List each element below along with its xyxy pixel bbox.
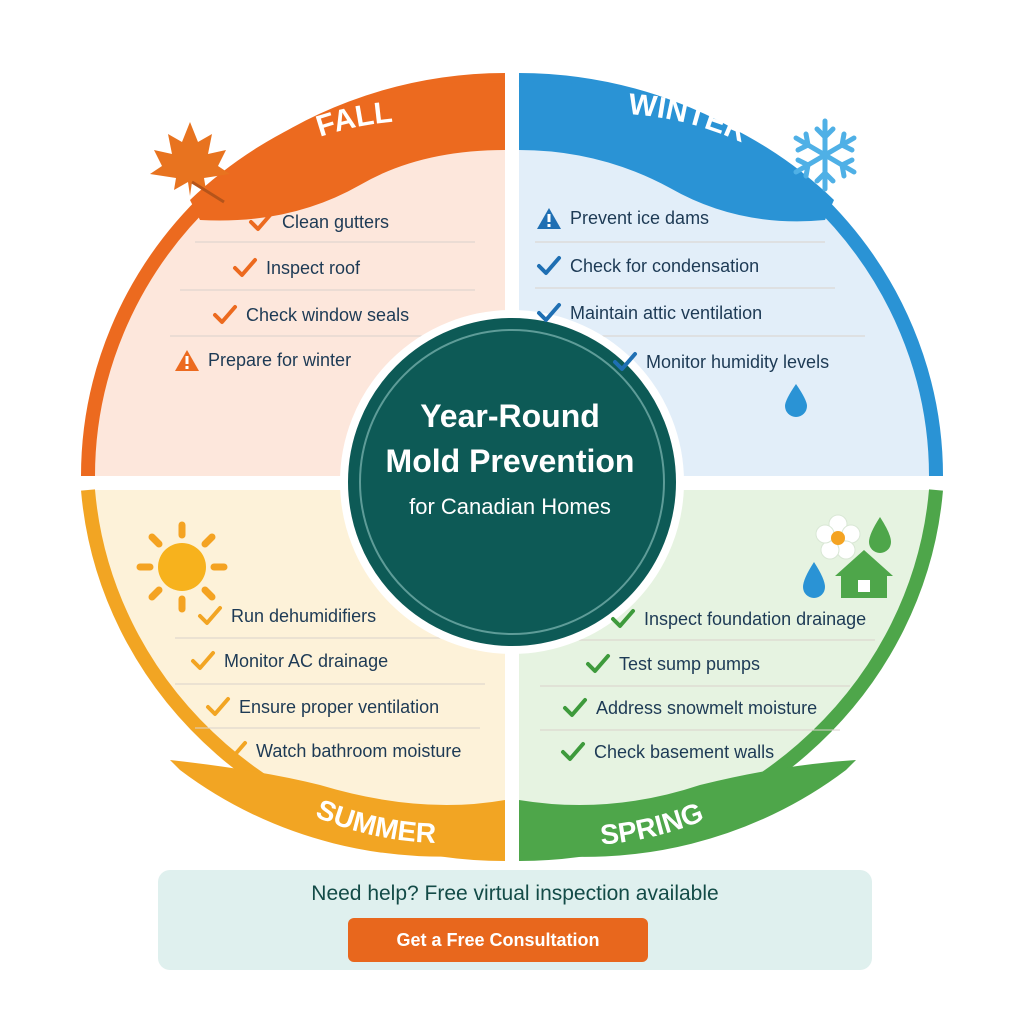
fall-item-3: Check window seals (212, 303, 409, 327)
maple-leaf-icon (150, 122, 230, 204)
center-subtitle: for Canadian Homes (409, 494, 611, 519)
summer-item-3-label: Ensure proper ventilation (239, 696, 440, 717)
winter-item-4-label: Monitor humidity levels (646, 351, 830, 372)
spring-item-4: Check basement walls (560, 740, 774, 764)
snowflake-icon (793, 118, 857, 192)
fall-item-3-label: Check window seals (246, 304, 410, 325)
check-icon (563, 698, 587, 717)
spring-item-1-label: Inspect foundation drainage (644, 608, 867, 629)
check-icon (191, 651, 215, 670)
fall-band (190, 81, 505, 221)
winter-band (519, 81, 834, 222)
spring-item-2: Test sump pumps (585, 652, 760, 676)
cta-panel: Need help? Free virtual inspection avail… (158, 870, 872, 970)
warning-icon (175, 350, 199, 371)
winter-item-1-label: Prevent ice dams (570, 207, 710, 228)
flower-house-icon (803, 514, 893, 598)
free-consultation-button[interactable]: Get a Free Consultation (348, 918, 648, 962)
cta-text: Need help? Free virtual inspection avail… (311, 882, 719, 905)
check-icon (561, 742, 585, 761)
center-title-line1: Year-Round (420, 398, 600, 434)
check-icon (206, 697, 230, 716)
summer-item-2: Monitor AC drainage (190, 649, 388, 673)
winter-item-2: Check for condensation (536, 254, 759, 278)
summer-item-1-label: Run dehumidifiers (231, 605, 377, 626)
water-drop-icon (785, 384, 807, 417)
check-icon (233, 258, 257, 277)
winter-item-3: Maintain attic ventilation (536, 301, 762, 325)
winter-item-2-label: Check for condensation (570, 255, 760, 276)
fall-item-4: Prepare for winter (174, 348, 351, 372)
summer-band (170, 760, 505, 857)
check-icon (537, 256, 561, 275)
summer-item-1: Run dehumidifiers (197, 604, 376, 628)
check-icon (249, 212, 273, 231)
fall-item-4-label: Prepare for winter (208, 349, 352, 370)
winter-item-4: Monitor humidity levels (612, 350, 829, 374)
summer-item-3: Ensure proper ventilation (205, 695, 439, 719)
summer-item-2-label: Monitor AC drainage (224, 650, 389, 671)
check-icon (223, 741, 247, 760)
center-circle (340, 310, 684, 654)
warning-icon (537, 208, 561, 229)
fall-item-1: Clean gutters (248, 210, 389, 234)
spring-item-3-label: Address snowmelt moisture (596, 697, 818, 718)
spring-item-1: Inspect foundation drainage (610, 607, 866, 631)
check-icon (613, 352, 637, 371)
fall-item-2-label: Inspect roof (266, 257, 361, 278)
spring-item-3: Address snowmelt moisture (562, 696, 817, 720)
check-icon (611, 609, 635, 628)
check-icon (586, 654, 610, 673)
winter-item-1: Prevent ice dams (536, 206, 709, 230)
check-icon (537, 303, 561, 322)
spring-item-4-label: Check basement walls (594, 741, 775, 762)
check-icon (198, 606, 222, 625)
winter-item-3-label: Maintain attic ventilation (570, 302, 763, 323)
summer-item-4: Watch bathroom moisture (222, 739, 461, 763)
sun-icon (136, 521, 228, 613)
check-icon (213, 305, 237, 324)
fall-item-1-label: Clean gutters (282, 211, 390, 232)
fall-item-2: Inspect roof (232, 256, 360, 280)
center-ring (359, 329, 665, 635)
spring-band (519, 760, 856, 857)
center-title-line2: Mold Prevention (385, 443, 635, 479)
spring-item-2-label: Test sump pumps (619, 653, 761, 674)
summer-item-4-label: Watch bathroom moisture (256, 740, 462, 761)
